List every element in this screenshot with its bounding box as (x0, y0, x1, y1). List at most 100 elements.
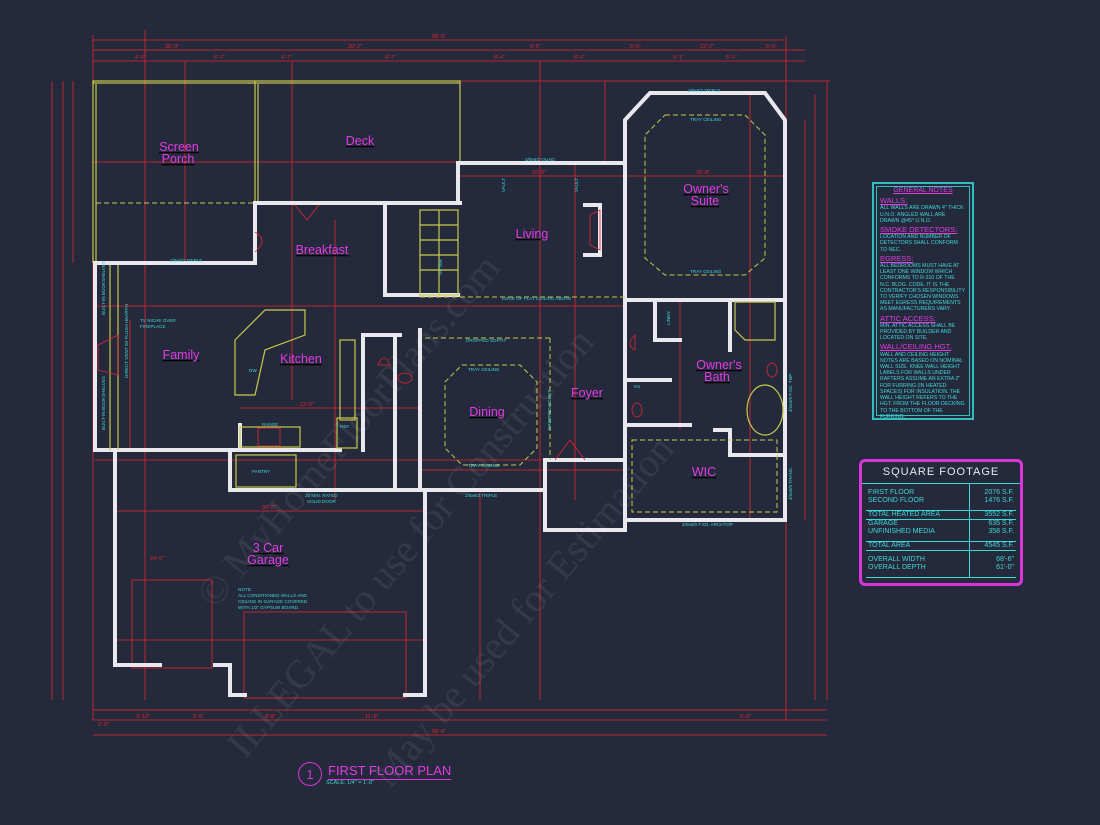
kitchen-island (234, 309, 306, 396)
svg-text:TRAY CEILING: TRAY CEILING (690, 269, 722, 274)
svg-text:16'-0": 16'-0" (532, 170, 546, 176)
toilet-icon (629, 334, 636, 351)
svg-text:May be used for Estimation: May be used for Estimation (362, 426, 682, 795)
room-family: Family (163, 348, 201, 362)
door-swing (294, 204, 320, 221)
svg-text:PANTRY: PANTRY (252, 469, 270, 474)
svg-text:68'-6": 68'-6" (432, 729, 446, 735)
general-notes-heading: GENERAL NOTES (893, 187, 953, 194)
drawing-number: 1 (298, 762, 322, 786)
note-title: WALL/CEILING HGT. (880, 342, 952, 352)
svg-text:4'-5": 4'-5" (135, 55, 146, 61)
svg-text:2/0x5/0 F.XD. ARCHTOP: 2/0x5/0 F.XD. ARCHTOP (682, 522, 733, 527)
svg-text:TV NICHE OVER: TV NICHE OVER (140, 318, 176, 323)
general-notes-panel: GENERAL NOTES WALLS: ALL WALLS ARE DRAWN… (872, 182, 974, 420)
note-title: ATTIC ACCESS: (880, 313, 936, 323)
svg-text:SOLID DOOR: SOLID DOOR (307, 499, 337, 504)
svg-text:2/8x6/2 QUAD.: 2/8x6/2 QUAD. (525, 157, 556, 162)
note-text: LOCATION AND NUMBER OF DETECTORS SHALL C… (880, 234, 958, 253)
svg-text:DROPPED SOFFIT: DROPPED SOFFIT (547, 389, 552, 430)
svg-text:30'-0": 30'-0" (165, 44, 179, 50)
svg-text:24'-0": 24'-0" (150, 556, 164, 562)
range-icon (257, 427, 281, 447)
svg-text:3'-10": 3'-10" (136, 714, 150, 720)
note-text: WALL AND CEILING HEIGHT NOTES ARE BASED … (880, 351, 965, 420)
svg-text:30'-0": 30'-0" (262, 505, 276, 511)
svg-text:© MyHomeFloorPlans.com: © MyHomeFloorPlans.com (187, 245, 508, 616)
svg-text:REF.: REF. (340, 424, 350, 429)
room-owners-suite: Suite (691, 194, 720, 208)
svg-text:NOTE:: NOTE: (238, 587, 252, 592)
door-swing (254, 231, 263, 253)
svg-text:CEILING IN GARAGE COVERED: CEILING IN GARAGE COVERED (238, 599, 308, 604)
porch-deck-outline (92, 80, 461, 263)
svg-text:2/8x6/2 TRIPLE: 2/8x6/2 TRIPLE (465, 493, 497, 498)
svg-text:5'-1": 5'-1" (726, 55, 737, 61)
sink-icon (631, 402, 643, 418)
svg-text:LINEN: LINEN (666, 311, 671, 325)
stairs-icon (420, 210, 458, 295)
tray-ceiling-dining (444, 364, 538, 466)
svg-text:VAULT: VAULT (501, 178, 506, 192)
svg-text:TRAY CEILING: TRAY CEILING (468, 367, 500, 372)
svg-text:4/0x4/0 F.XD. TMP: 4/0x4/0 F.XD. TMP (788, 374, 793, 412)
svg-text:12'-2": 12'-2" (700, 44, 714, 50)
svg-text:2/8x6/2 TRIPLE: 2/8x6/2 TRIPLE (688, 88, 720, 93)
room-breakfast: Breakfast (296, 243, 349, 257)
room-garage: Garage (247, 553, 289, 567)
svg-text:9'-5": 9'-5" (530, 44, 541, 50)
svg-text:8'-0": 8'-0" (574, 55, 585, 61)
svg-text:5'-6": 5'-6" (193, 714, 204, 720)
note-title: EGRESS: (880, 253, 914, 263)
note-title: WALLS: (880, 196, 908, 206)
room-owners-suite: Owner's (683, 182, 728, 196)
svg-text:EDGE OF FLAT CEILING ABOVE: EDGE OF FLAT CEILING ABOVE (502, 296, 571, 301)
room-deck: Deck (346, 134, 375, 148)
svg-text:15'-8": 15'-8" (696, 170, 710, 176)
fireplace-icon (589, 209, 601, 251)
svg-text:TRAY CEILING: TRAY CEILING (690, 117, 722, 122)
svg-text:5'-0": 5'-0" (766, 44, 777, 50)
svg-text:VAULT: VAULT (574, 178, 579, 192)
square-footage-heading: SQUARE FOOTAGE (862, 462, 1020, 484)
room-owners-bath: Bath (704, 370, 730, 384)
note-text: ALL BEDROOMS MUST HAVE AT LEAST ONE WIND… (880, 263, 965, 313)
svg-text:BUILT-IN BOOKSHELVES: BUILT-IN BOOKSHELVES (101, 261, 106, 315)
walls (93, 91, 787, 697)
note-title: SMOKE DETECTORS: (880, 225, 958, 235)
svg-text:8'-7": 8'-7" (385, 55, 396, 61)
svg-text:4/0x5/0 TRANS.: 4/0x5/0 TRANS. (788, 467, 793, 500)
watermark: © MyHomeFloorPlans.com ILLEGAL to use fo… (187, 245, 682, 796)
svg-text:6'-7": 6'-7" (281, 55, 292, 61)
svg-text:6'-0": 6'-0" (740, 714, 751, 720)
svg-text:68'-6": 68'-6" (432, 34, 446, 40)
note-text: ALL WALLS ARE DRAWN 4" THICK U.N.O. ANGL… (880, 205, 964, 224)
svg-text:9'-8": 9'-8" (265, 714, 276, 720)
room-garage: 3 Car (253, 541, 284, 555)
bathtub-icon (746, 384, 784, 436)
svg-text:DROPPED SOFFIT: DROPPED SOFFIT (466, 338, 507, 343)
room-screen-porch: Porch (162, 152, 195, 166)
svg-text:FIREPLACE: FIREPLACE (140, 324, 166, 329)
drawing-scale: SCALE: 1/4" = 1'-0" (326, 780, 374, 786)
shower-icon (734, 301, 776, 341)
fixtures (97, 114, 784, 513)
door-swing (554, 439, 586, 461)
tray-ceiling-suite (644, 114, 766, 276)
room-living: Living (516, 227, 549, 241)
svg-text:KS: KS (634, 384, 640, 389)
note-text: MIN. ATTIC ACCESS SHALL BE PROVIDED BY B… (880, 322, 956, 342)
room-labels: Screen Porch Deck Breakfast Living Owner… (159, 134, 742, 567)
svg-text:2/8x6/2 TRIPLE: 2/8x6/2 TRIPLE (170, 258, 202, 263)
svg-text:RANGE: RANGE (262, 422, 278, 427)
svg-text:12'-0": 12'-0" (300, 402, 314, 408)
dimension-labels: 68'-6" 30'-0" 20'-2" 9'-5" 5'-0" 12'-2" … (98, 34, 777, 735)
svg-text:2'-0": 2'-0" (98, 722, 109, 728)
